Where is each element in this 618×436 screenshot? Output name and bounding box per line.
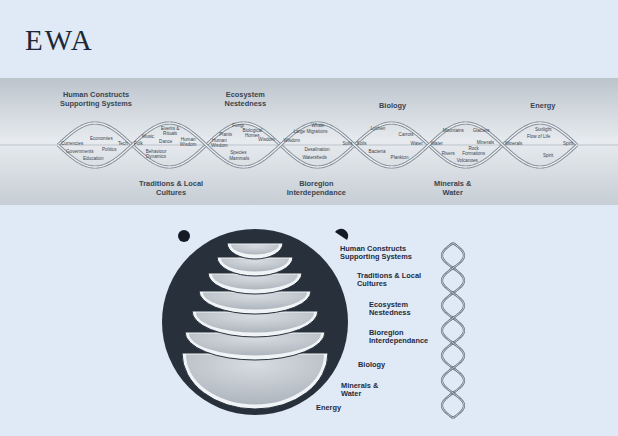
loop-word: Music	[142, 134, 154, 139]
loop-word: Governments	[66, 149, 94, 154]
loop-word: Volcanoes	[457, 158, 478, 163]
bowl	[182, 353, 328, 409]
helix-loop: Minerals & WaterWaterMountainsGlaciersMi…	[429, 123, 503, 167]
loop-word: Whale	[311, 123, 324, 128]
helix-loop: EnergyMineralsSunlightFlow of LifeSpirit…	[503, 123, 577, 167]
loop-word: Tech	[118, 141, 128, 146]
category-heading: Biology	[371, 102, 415, 111]
helix-band	[0, 78, 618, 205]
bowl	[227, 243, 283, 259]
bowl-shade	[212, 275, 298, 290]
loop-word: Species	[230, 150, 246, 155]
helix-loop: Ecosystem NestednessFungiPlantsBiologica…	[206, 123, 280, 167]
helix-strand	[58, 123, 577, 167]
layer-label: Traditions & Local Cultures	[357, 272, 427, 288]
loop-word: Rock Formations	[461, 146, 487, 156]
nested-bowls	[182, 243, 328, 409]
loop-word: Desalination	[304, 147, 329, 152]
loop-word: Mountains	[443, 128, 464, 133]
loop-word: Flow of Life	[527, 134, 551, 139]
double-helix	[58, 123, 577, 167]
helix-strand	[442, 243, 464, 418]
category-heading: Bioregion Interdependance	[276, 180, 356, 197]
loop-word: Bacteria	[369, 149, 386, 154]
loop-word: Biological Homes	[239, 128, 265, 138]
loop-word: Education	[83, 156, 103, 161]
helix-loop: Human Constructs Supporting SystemsEcono…	[58, 123, 132, 167]
helix-strand	[442, 243, 464, 418]
vertical-helix	[442, 243, 464, 418]
loop-word: Dance	[159, 139, 172, 144]
loop-word: Glaciers	[473, 128, 490, 133]
loop-word: Mammals	[229, 156, 249, 161]
loop-word: Sunlight	[535, 127, 552, 132]
loop-word: Wisdom	[283, 138, 300, 143]
loop-word: Human Wisdom	[208, 138, 230, 148]
loop-word: Soils	[357, 141, 367, 146]
layer-label: Energy	[316, 404, 356, 412]
category-heading: Minerals & Water	[425, 180, 481, 197]
helix-loop: Bioregion InterdependanceWhaleLarge Migr…	[280, 123, 354, 167]
helix-strand	[58, 123, 577, 167]
bowl-shade	[196, 313, 314, 333]
loop-word: Human Wisdom	[178, 137, 198, 147]
loop-word: Events & Rituals	[159, 126, 181, 136]
loop-word: Water	[411, 141, 423, 146]
helix-strand	[442, 243, 464, 418]
bowl	[192, 311, 318, 337]
helix-strand	[442, 243, 464, 418]
loop-word: Politics	[102, 147, 117, 152]
loop-word: Wisdom	[258, 137, 275, 142]
loop-word: Water	[431, 141, 443, 146]
dot	[178, 230, 190, 242]
bowl-shade	[231, 245, 279, 255]
axis-line	[0, 145, 618, 146]
loop-word: Folk	[134, 141, 143, 146]
category-heading: Human Constructs Supporting Systems	[52, 91, 140, 108]
loop-word: Currencies	[61, 141, 83, 146]
helix-loop: Traditions & Local CulturesFolkMusicEven…	[132, 123, 206, 167]
category-heading: Energy	[523, 102, 563, 111]
layer-label: Bioregion Interdependance	[369, 329, 441, 345]
layer-label: Ecosystem Nestedness	[369, 301, 429, 317]
page-title: EWA	[25, 24, 94, 57]
bowl-shade	[203, 293, 307, 310]
layer-label: Minerals & Water	[341, 382, 385, 398]
dot	[335, 229, 348, 240]
layer-label: Biology	[358, 361, 398, 369]
loop-word: Watersheds	[302, 155, 326, 160]
loop-word: Rivers	[442, 151, 455, 156]
loop-word: Carrots	[399, 132, 414, 137]
loop-word: Lychen	[371, 126, 386, 131]
bowl-shade	[186, 355, 324, 405]
loop-word: Fungi	[232, 123, 244, 128]
category-heading: Traditions & Local Cultures	[136, 180, 206, 197]
loop-word: Spirit	[563, 141, 573, 146]
loop-word: Minerals	[477, 140, 494, 145]
loop-word: Soils	[342, 141, 352, 146]
loop-word: Minerals	[505, 141, 522, 146]
loop-word: Large Migrations	[293, 129, 327, 134]
helix-strand	[58, 123, 577, 167]
layer-label: Human Constructs Supporting Systems	[340, 245, 422, 261]
category-heading: Ecosystem Nestedness	[214, 91, 276, 108]
helix-loop: BiologySoilsLychenCarrotsBacteriaPlankto…	[355, 123, 429, 167]
loop-word: Economies	[90, 136, 113, 141]
helix-strand	[58, 123, 577, 167]
disc	[162, 229, 348, 415]
loop-word: Plankton	[391, 155, 409, 160]
loop-word: Plants	[219, 132, 232, 137]
bowl	[217, 257, 293, 276]
loop-word: Spirit	[543, 153, 553, 158]
loop-word: Behaviour Dynamics	[142, 149, 170, 159]
bowl-shade	[221, 259, 289, 272]
